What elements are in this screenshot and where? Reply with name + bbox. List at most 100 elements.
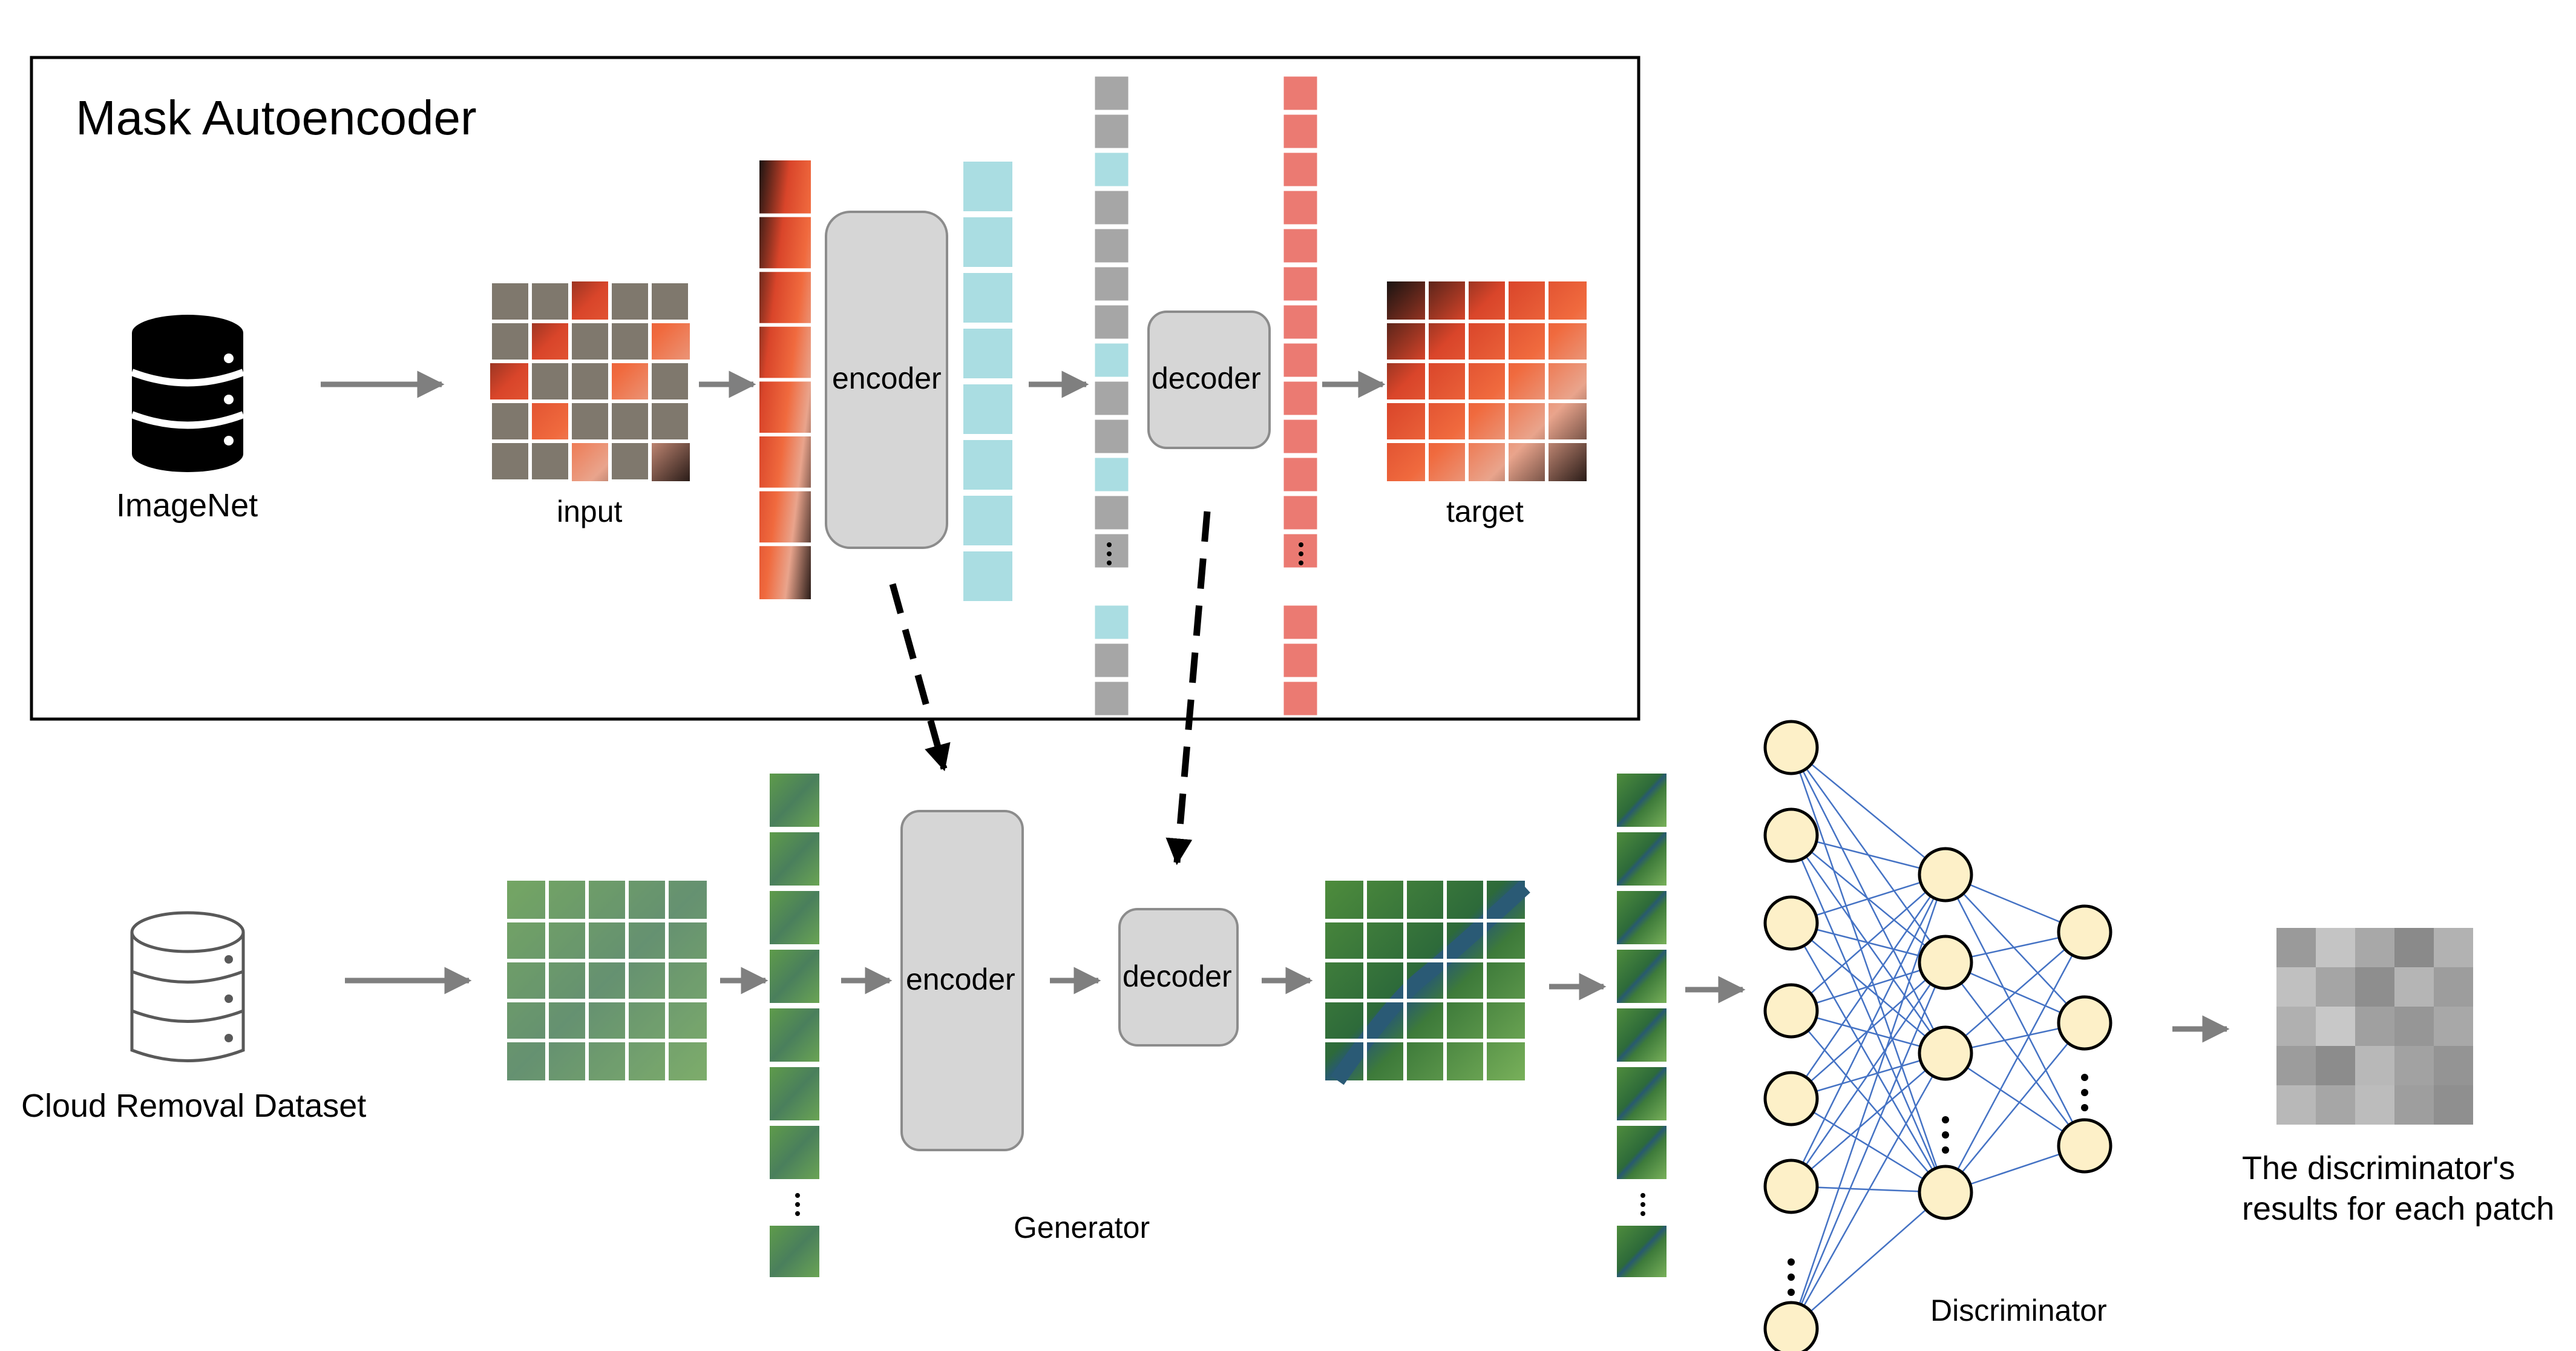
satellite-patch (1617, 832, 1667, 886)
result-caption-line2: results for each patch (2242, 1191, 2555, 1227)
encoded-token (961, 382, 1015, 436)
masked-patch (648, 399, 692, 443)
neuron-node (1763, 983, 1819, 1039)
neuron-node (2057, 995, 2112, 1051)
discriminator-nodes (1763, 720, 2112, 1351)
discriminator-caption: Discriminator (1930, 1293, 2107, 1327)
visible-patch-column (759, 160, 811, 599)
generator-decoder-block (1118, 908, 1239, 1047)
visible-token (1093, 603, 1130, 641)
cloudy-patch-column (770, 774, 819, 1277)
cloudy-input-image (507, 881, 707, 1080)
decoded-token (1282, 456, 1319, 493)
masked-patch (528, 360, 572, 403)
mask-token (1093, 494, 1130, 531)
decoded-token (1282, 642, 1319, 679)
mask-token (1093, 189, 1130, 226)
mae-decoder-label: decoder (1152, 361, 1261, 395)
neuron-node (1763, 1159, 1819, 1214)
result-cell (2434, 1007, 2473, 1046)
mask-token (1093, 642, 1130, 679)
input-label: input (557, 495, 623, 528)
masked-patch (488, 439, 532, 483)
result-cell (2434, 928, 2473, 967)
result-cell (2394, 1007, 2434, 1046)
result-cell (2394, 1085, 2434, 1125)
neuron-node (1918, 935, 1973, 990)
result-cell (2276, 1085, 2316, 1125)
encoded-token (961, 493, 1015, 548)
masked-patch (648, 280, 692, 323)
satellite-patch (770, 1067, 819, 1120)
mask-token (1093, 227, 1130, 265)
result-cell (2394, 1046, 2434, 1085)
result-cell (2316, 1007, 2355, 1046)
cloud-dataset-label: Cloud Removal Dataset (21, 1088, 367, 1124)
visible-token (1093, 456, 1130, 493)
neuron-node (1918, 1025, 1973, 1081)
satellite-patch (1617, 950, 1667, 1003)
result-cell (2434, 967, 2473, 1007)
neuron-node (1918, 1165, 1973, 1220)
generator-encoder-label: encoder (906, 962, 1015, 996)
mask-token (1093, 532, 1130, 570)
satellite-patch (770, 774, 819, 827)
target-label: target (1446, 495, 1524, 528)
mae-encoder-block (825, 211, 948, 549)
satellite-patch (770, 891, 819, 944)
neuron-node (1763, 1071, 1819, 1126)
result-cell (2316, 967, 2355, 1007)
decoded-token (1282, 265, 1319, 303)
satellite-patch (1617, 891, 1667, 944)
mask-token (1093, 74, 1130, 112)
mask-token (1093, 265, 1130, 303)
decoded-token (1282, 113, 1319, 150)
decoded-token-column (1282, 74, 1319, 717)
decoded-token (1282, 341, 1319, 379)
mae-title: Mask Autoencoder (76, 91, 477, 145)
satellite-patch (1617, 1067, 1667, 1120)
result-cell (2276, 928, 2316, 967)
masked-patch (608, 280, 652, 323)
satellite-patch (1617, 1226, 1667, 1277)
satellite-patch (1617, 774, 1667, 827)
satellite-patch (770, 1226, 819, 1277)
database-icon (130, 315, 245, 472)
dashed-arrow-encoder-transfer (889, 583, 951, 772)
mask-token (1093, 113, 1130, 150)
decoded-token (1282, 418, 1319, 455)
result-cell (2355, 1046, 2394, 1085)
mask-token (1093, 303, 1130, 341)
result-cell (2355, 1085, 2394, 1125)
masked-patch (608, 320, 652, 363)
neuron-node (1763, 720, 1819, 775)
encoded-token-column (961, 159, 1015, 603)
neuron-node (1918, 847, 1973, 902)
satellite-patch (770, 1008, 819, 1062)
masked-patch (568, 320, 612, 363)
database-outline-icon (130, 911, 245, 1062)
mask-token (1093, 418, 1130, 455)
satellite-patch (1617, 1126, 1667, 1179)
satellite-patch (770, 832, 819, 886)
neuron-node (1763, 807, 1819, 863)
full-token-column (1093, 74, 1130, 717)
result-cell (2355, 967, 2394, 1007)
discriminator-result-map (2276, 928, 2473, 1125)
generator-caption: Generator (1014, 1211, 1150, 1244)
mae-frame (30, 56, 1640, 721)
decoded-token (1282, 303, 1319, 341)
decoded-token (1282, 603, 1319, 641)
result-cell (2316, 1085, 2355, 1125)
mask-token (1093, 680, 1130, 717)
generator-decoder-label: decoder (1122, 959, 1232, 993)
encoded-token (961, 438, 1015, 492)
result-cell (2355, 1007, 2394, 1046)
masked-patch (488, 280, 532, 323)
result-cell (2316, 1046, 2355, 1085)
target-image (1387, 281, 1587, 481)
neuron-node (2057, 904, 2112, 960)
generated-patch-column (1617, 774, 1667, 1277)
satellite-patch (1617, 1008, 1667, 1062)
decoded-token (1282, 380, 1319, 417)
